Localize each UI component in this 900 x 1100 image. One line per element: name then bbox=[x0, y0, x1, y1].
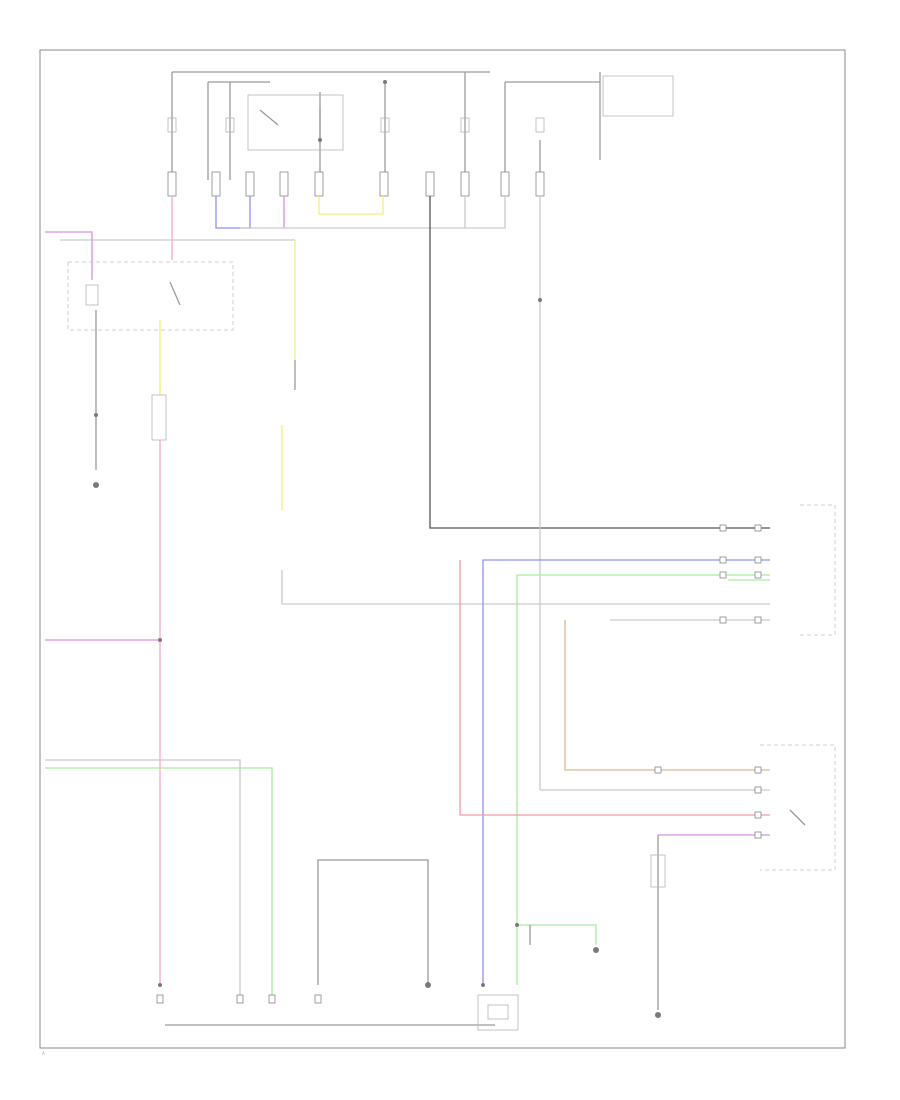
components bbox=[67, 261, 836, 1031]
diagram-frame bbox=[39, 49, 846, 1049]
fuse-panel bbox=[167, 71, 674, 197]
page-label: A bbox=[42, 1051, 45, 1056]
right-connectors bbox=[654, 524, 762, 839]
bottom-connectors bbox=[156, 994, 322, 1004]
wires bbox=[45, 196, 770, 1026]
grounds bbox=[93, 80, 661, 1018]
